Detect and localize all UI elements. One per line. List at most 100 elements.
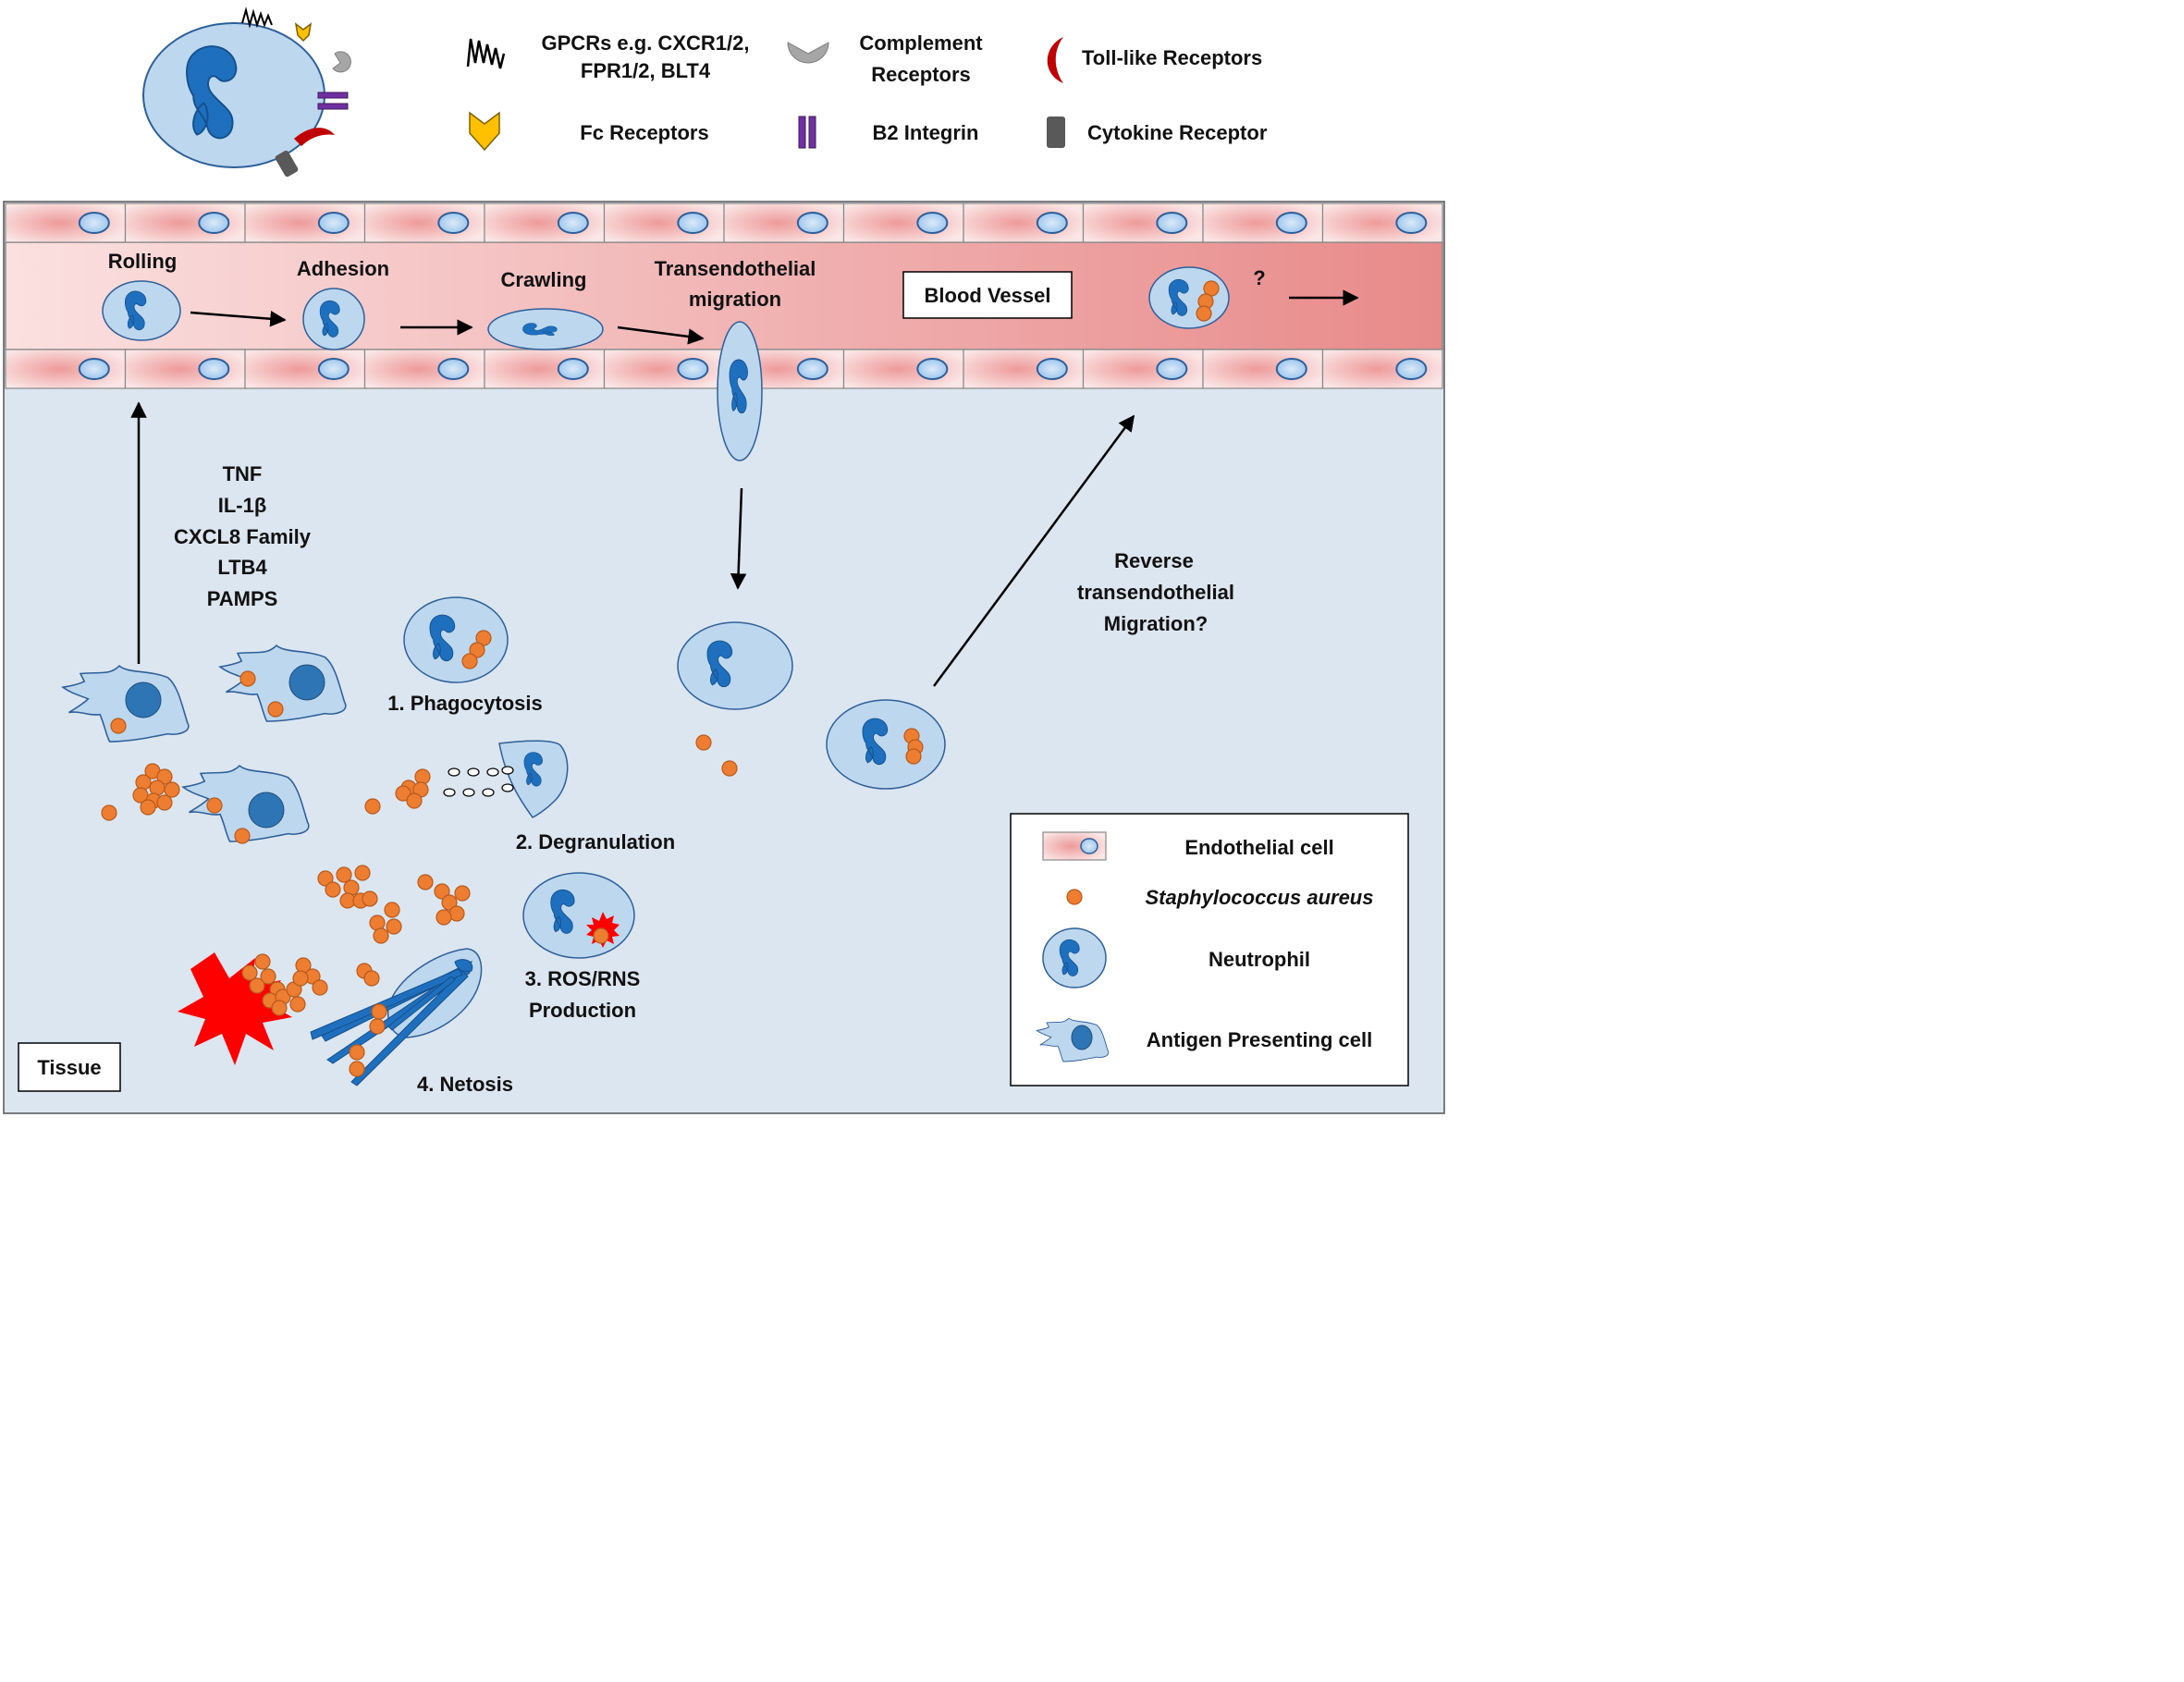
endothelial-nucleus — [1275, 212, 1307, 234]
endothelial-nucleus — [1395, 212, 1428, 234]
endothelial-nucleus — [437, 212, 470, 234]
legend-endothelial-icon — [1042, 831, 1107, 861]
legend-endothelial-label: Endothelial cell — [1184, 836, 1333, 859]
netosis-burst — [178, 952, 292, 1065]
tlr-key-icon — [1047, 37, 1063, 83]
crawling-label: Crawling — [501, 268, 587, 291]
apc-cell-2 — [219, 645, 347, 722]
complement-receptor-icon — [332, 51, 351, 73]
arrow-reverse-tem — [932, 414, 1135, 687]
net-strands — [310, 959, 473, 1087]
neutrophil-receptor-cell — [142, 6, 351, 178]
question-label: ? — [1253, 266, 1265, 289]
reverse-label-1: Reverse — [1114, 549, 1194, 572]
endothelial-nucleus — [1275, 358, 1307, 380]
reverse-label-3: Migration? — [1104, 612, 1208, 635]
endothelial-cell — [5, 203, 127, 243]
fc-receptor-icon — [294, 22, 313, 43]
endothelial-cell — [1082, 349, 1204, 389]
endothelial-cell — [963, 203, 1085, 243]
endothelial-cell — [124, 349, 246, 389]
endothelial-nucleus — [437, 358, 470, 380]
endothelial-cell — [842, 349, 964, 389]
endothelial-cell — [1202, 349, 1324, 389]
endothelial-nucleus — [916, 212, 949, 234]
tlr-label: Toll-like Receptors — [1082, 46, 1262, 69]
apc-cell-3 — [182, 765, 310, 844]
legend-apc-label: Antigen Presenting cell — [1147, 1028, 1373, 1051]
tissue-label-box: Tissue — [18, 1042, 121, 1092]
endothelial-nucleus — [557, 212, 589, 234]
endothelial-cell — [244, 203, 366, 243]
endothelial-nucleus — [1156, 212, 1188, 234]
endothelial-nucleus — [557, 358, 589, 380]
fc-key-icon — [469, 111, 500, 152]
legend-neutrophil-label: Neutrophil — [1209, 948, 1310, 971]
gpcr-label-1: GPCRs e.g. CXCR1/2, — [542, 31, 750, 55]
netosis-label: 4. Netosis — [417, 1073, 513, 1096]
tem-label-1: Transendothelial — [655, 257, 816, 280]
b2-label: B2 Integrin — [873, 121, 979, 144]
gpcr-label-2: FPR1/2, BLT4 — [581, 59, 711, 82]
complement-key-icon — [787, 42, 829, 64]
endothelial-cell — [963, 349, 1085, 389]
b2-key-icon — [798, 116, 806, 149]
apc-cell-1 — [62, 665, 190, 743]
endothelial-cell — [5, 349, 127, 389]
complement-label-1: Complement — [859, 31, 983, 55]
endothelial-cell — [1082, 203, 1204, 243]
endothelial-nucleus — [1036, 358, 1068, 380]
endothelial-nucleus — [916, 358, 949, 380]
blood-vessel-label-box: Blood Vessel — [902, 271, 1073, 319]
endothelial-nucleus — [677, 358, 709, 380]
endothelial-cell — [603, 349, 725, 389]
blood-vessel-label: Blood Vessel — [925, 284, 1051, 307]
endothelial-nucleus — [1395, 358, 1428, 380]
rolling-label: Rolling — [108, 250, 178, 273]
endothelial-cell — [363, 349, 485, 389]
adhesion-label: Adhesion — [297, 257, 389, 280]
endothelial-cell — [363, 203, 485, 243]
endothelial-cell — [842, 203, 964, 243]
gpcr-icon — [241, 6, 273, 29]
endothelial-cell — [723, 203, 845, 243]
endothelial-cell — [124, 203, 246, 243]
legend-staph-label: Staphylococcus aureus — [1146, 886, 1374, 909]
migrated-neutrophil — [677, 621, 793, 710]
legend-box: Endothelial cell Staphylococcus aureus N… — [1010, 813, 1409, 1087]
endothelial-nucleus — [796, 358, 828, 380]
endothelial-nucleus — [78, 212, 110, 234]
endothelial-nucleus — [198, 212, 230, 234]
netosis-neutrophil — [310, 948, 483, 1087]
legend-neutrophil-icon — [1042, 927, 1107, 988]
transmigrating-neutrophil — [717, 321, 763, 461]
endothelial-nucleus — [1156, 358, 1188, 380]
rolling-neutrophil — [102, 280, 181, 341]
reverse-label-2: transendothelial — [1077, 581, 1234, 604]
mediator-cxcl8: CXCL8 Family — [174, 525, 312, 548]
endothelial-nucleus — [317, 212, 350, 234]
adhesion-neutrophil — [302, 288, 365, 350]
endothelial-cell — [484, 349, 606, 389]
endothelial-nucleus — [78, 358, 110, 380]
infected-neutrophil-vessel — [1148, 266, 1230, 329]
endothelial-nucleus — [317, 358, 350, 380]
reverse-neutrophil — [826, 699, 946, 790]
b2-integrin-icon — [317, 92, 349, 99]
arrow-rolling-adhesion — [190, 311, 287, 327]
gpcr-key-icon — [466, 38, 506, 69]
arrow-tem-down — [730, 487, 747, 590]
endothelial-cell — [1321, 349, 1443, 389]
crawling-neutrophil — [487, 308, 604, 350]
ros-neutrophil — [522, 872, 635, 959]
degranulation-neutrophil — [498, 740, 569, 818]
degranulation-label: 2. Degranulation — [516, 830, 675, 853]
tlr-icon — [294, 128, 335, 146]
ros-label-1: 3. ROS/RNS — [525, 967, 641, 990]
endothelium-top — [5, 203, 1443, 243]
mediator-ltb4: LTB4 — [217, 556, 267, 579]
endothelial-cell — [1202, 203, 1324, 243]
arrow-crawling-tem — [617, 325, 705, 345]
ros-label-2: Production — [529, 999, 636, 1022]
cytokine-label: Cytokine Receptor — [1087, 121, 1268, 144]
